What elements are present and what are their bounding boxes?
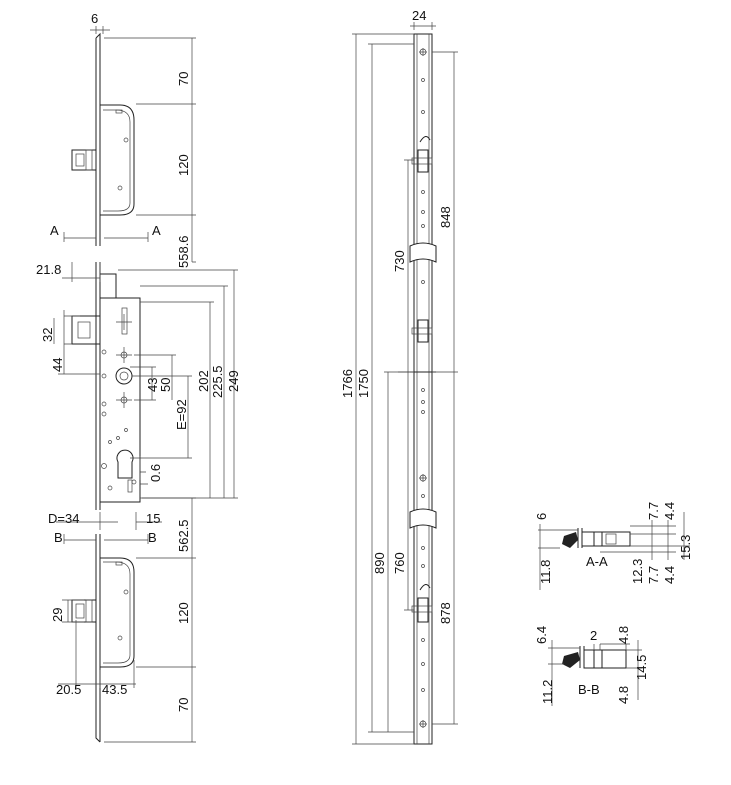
- aa-dim-4-4-bottom: 4.4: [662, 566, 677, 584]
- rod-outline: [413, 33, 433, 745]
- dim-225-5: 225.5: [210, 365, 225, 398]
- dim-29: 29: [50, 608, 65, 622]
- bb-dim-11-2: 11.2: [540, 680, 555, 704]
- dim-0-6: 0.6: [148, 464, 163, 482]
- dim-730: 730: [392, 250, 407, 272]
- bottom-lock-case: [100, 557, 135, 668]
- aa-dim-7-7-bottom: 7.7: [646, 566, 661, 584]
- left-lock-view: [53, 26, 238, 743]
- middle-rod-view: [352, 22, 458, 745]
- dim-bottom-120: 120: [176, 602, 191, 624]
- dim-32: 32: [40, 328, 55, 342]
- bb-dim-6-4: 6.4: [534, 626, 549, 644]
- dim-20-5: 20.5: [56, 682, 81, 697]
- faceplate-middle: [95, 262, 101, 510]
- dim-d-34: D=34: [48, 511, 79, 526]
- dim-44: 44: [50, 358, 65, 372]
- section-mark-a-left: A: [50, 223, 59, 238]
- section-mark-b-right: B: [148, 530, 157, 545]
- dim-43-5: 43.5: [102, 682, 127, 697]
- aa-dim-4-4-top: 4.4: [662, 502, 677, 520]
- dim-760: 760: [392, 552, 407, 574]
- crosshair-marks: [116, 314, 132, 408]
- top-lock-case: [100, 104, 135, 216]
- dim-top-70: 70: [176, 72, 191, 86]
- dim-249: 249: [226, 370, 241, 392]
- dim-e-92: E=92: [174, 399, 189, 430]
- cylinder-hole: [116, 449, 134, 479]
- dim-43: 43: [145, 378, 160, 392]
- dim-1750: 1750: [356, 369, 371, 398]
- dim-848: 848: [438, 206, 453, 228]
- aa-dim-6: 6: [534, 513, 549, 520]
- dim-top-120: 120: [176, 154, 191, 176]
- faceplate-top: [95, 32, 101, 246]
- aa-dim-7-7-top: 7.7: [646, 502, 661, 520]
- bb-dim-2: 2: [590, 628, 597, 643]
- dim-558-6: 558.6: [176, 235, 191, 268]
- aa-dim-12-3: 12.3: [630, 559, 645, 584]
- dim-15: 15: [146, 511, 160, 526]
- dim-878: 878: [438, 602, 453, 624]
- dim-562-5: 562.5: [176, 519, 191, 552]
- aa-dim-11-8: 11.8: [538, 560, 553, 584]
- dim-890: 890: [372, 552, 387, 574]
- dim-202: 202: [196, 370, 211, 392]
- dim-1766: 1766: [340, 369, 355, 398]
- bb-dim-4-8-top: 4.8: [616, 626, 631, 644]
- spindle-follower: [115, 367, 133, 385]
- dim-rod-width: 24: [412, 8, 426, 23]
- section-bb-view: [548, 640, 642, 706]
- latch-bolt: [99, 273, 117, 299]
- aa-title: A-A: [586, 554, 608, 569]
- section-aa-view: [538, 512, 690, 590]
- rod-features: [411, 48, 433, 728]
- deadbolt: [71, 315, 101, 345]
- aa-dim-15-3: 15.3: [678, 535, 693, 560]
- bb-title: B-B: [578, 682, 600, 697]
- section-mark-a-right: A: [152, 223, 161, 238]
- faceplate-bottom: [95, 534, 101, 743]
- bb-dim-14-5: 14.5: [634, 655, 649, 680]
- dim-50: 50: [158, 378, 173, 392]
- dim-bottom-70: 70: [176, 698, 191, 712]
- section-mark-b-left: B: [54, 530, 63, 545]
- dim-top-width: 6: [91, 11, 98, 26]
- bb-dim-4-8-bottom: 4.8: [616, 686, 631, 704]
- top-hook-bolt: [71, 149, 97, 171]
- dim-21-8: 21.8: [36, 262, 61, 277]
